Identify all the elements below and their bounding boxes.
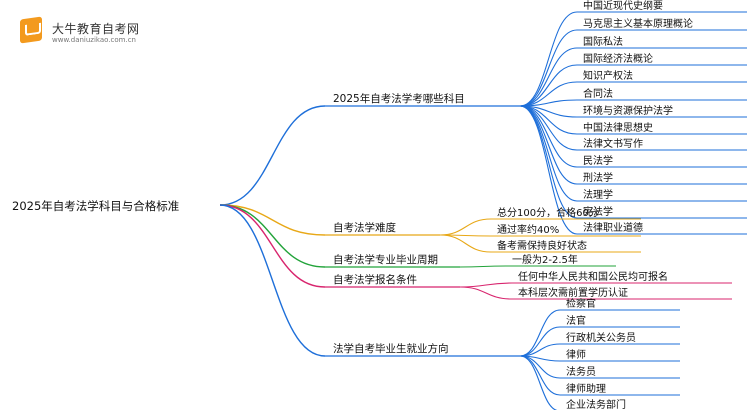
branch-leaf-link: [439, 218, 492, 236]
leaf-node: 企业法务部门: [566, 398, 626, 410]
branch-node: 2025年自考法学考哪些科目: [333, 92, 465, 105]
branch-leaf-link: [519, 105, 578, 168]
root-node: 2025年自考法学科目与合格标准: [12, 199, 179, 213]
root-branch-link: [219, 204, 326, 268]
leaf-node: 任何中华人民共和国公民均可报名: [518, 270, 668, 283]
branch-leaf-link: [519, 105, 578, 235]
leaf-node: 通过率约40%: [497, 223, 559, 236]
branch-leaf-link: [459, 265, 507, 268]
branch-leaf-link: [519, 47, 578, 107]
leaf-node: 中国近现代史纲要: [583, 0, 663, 12]
branch-node: 自考法学报名条件: [333, 273, 417, 286]
leaf-node: 刑法学: [583, 171, 613, 184]
leaf-node: 国际经济法概论: [583, 52, 653, 65]
leaf-node: 马克思主义基本原理概论: [583, 17, 693, 30]
leaf-node: 宪法学: [583, 205, 613, 218]
leaf-node: 环境与资源保护法学: [583, 104, 673, 117]
branch-leaf-link: [459, 286, 513, 300]
leaf-node: 法理学: [583, 188, 613, 201]
branch-node: 自考法学专业毕业周期: [333, 253, 438, 266]
leaf-node: 中国法律思想史: [583, 121, 653, 134]
branch-leaf-link: [519, 355, 559, 410]
leaf-node: 律师助理: [566, 382, 606, 395]
branch-node: 法学自考毕业生就业方向: [333, 342, 449, 355]
leaf-node: 国际私法: [583, 35, 623, 48]
branch-leaf-link: [459, 282, 513, 288]
leaf-node: 总分100分，合格60分: [497, 206, 599, 219]
brand-logo: 大牛教育自考网 www.daniuzikao.com.cn: [14, 14, 194, 48]
leaf-node: 行政机关公务员: [566, 331, 636, 344]
leaf-node: 本科层次需前置学历认证: [518, 286, 628, 299]
branch-leaf-link: [519, 326, 561, 357]
branch-leaf-link: [519, 355, 561, 396]
root-branch-link: [219, 105, 326, 206]
leaf-node: 法务员: [566, 365, 596, 378]
branch-leaf-link: [519, 29, 578, 107]
leaf-node: 备考需保持良好状态: [497, 239, 587, 252]
branch-leaf-link: [519, 105, 578, 219]
leaf-node: 检察官: [566, 297, 596, 310]
leaf-node: 法律文书写作: [583, 137, 643, 150]
branch-node: 自考法学难度: [333, 221, 396, 234]
leaf-node: 法官: [566, 314, 586, 327]
leaf-node: 民法学: [583, 154, 613, 167]
leaf-node: 律师: [566, 348, 586, 361]
brand-url: www.daniuzikao.com.cn: [52, 36, 136, 44]
root-branch-link: [219, 204, 326, 357]
leaf-node: 合同法: [583, 87, 613, 100]
root-branch-link: [219, 204, 326, 288]
branch-leaf-link: [439, 234, 492, 253]
branch-leaf-link: [519, 105, 578, 151]
leaf-node: 知识产权法: [583, 69, 633, 82]
root-branch-link: [219, 204, 326, 236]
branch-leaf-link: [519, 309, 561, 357]
leaf-node: 法律职业道德: [583, 221, 643, 234]
leaf-node: 一般为2-2.5年: [512, 253, 578, 266]
brand-name: 大牛教育自考网: [52, 22, 140, 36]
branch-leaf-link: [519, 11, 578, 107]
